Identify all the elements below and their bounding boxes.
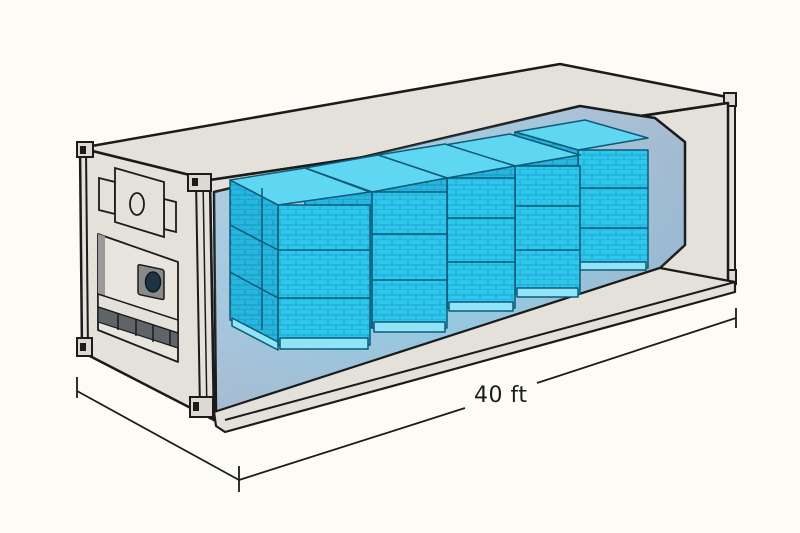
corner-castings: [76, 141, 214, 418]
condenser-unit: [97, 233, 179, 363]
gauge-icon: [129, 192, 145, 216]
pallet-stack-1: [229, 167, 371, 351]
cargo-pallets: [229, 119, 649, 351]
fan-icon: [144, 271, 162, 293]
container-floor-rail: [212, 266, 737, 434]
dimension-line: [76, 308, 737, 492]
corner-casting-bottom-mid: [189, 396, 214, 418]
container-front-end: [78, 146, 216, 422]
length-dimension-label: 40 ft: [470, 383, 532, 408]
control-panel: [98, 166, 177, 239]
corner-casting-bottom-left: [76, 337, 93, 357]
corner-casting-top-left: [76, 141, 94, 158]
corner-casting-top-mid: [187, 173, 212, 192]
